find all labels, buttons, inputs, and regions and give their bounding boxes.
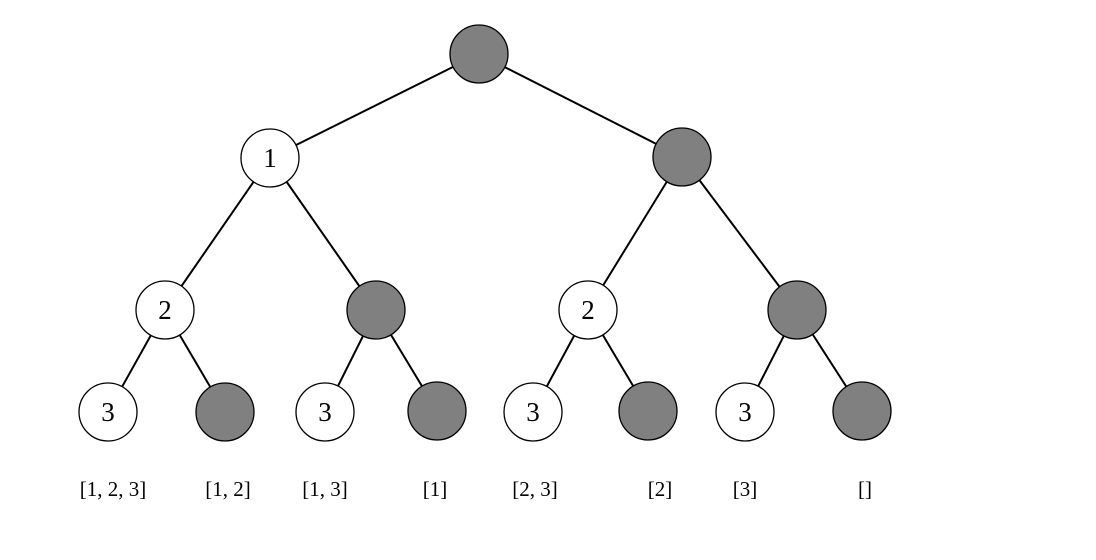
subset-label-0: [1, 2, 3] — [80, 477, 147, 501]
tree-node-l3 — [295, 382, 355, 442]
tree-edge-root-n1 — [269, 53, 480, 159]
tree-edge-n1-n12 — [269, 157, 377, 311]
tree-node-n11 — [135, 280, 195, 340]
subset-label-6: [3] — [733, 477, 758, 501]
tree-node-l5 — [503, 382, 563, 442]
subset-label-7: [] — [858, 477, 872, 501]
node-label-l5: 3 — [526, 397, 540, 427]
tree-node-filled-l6 — [618, 381, 678, 441]
tree-node-filled-n2 — [652, 127, 712, 187]
tree-edge-n2-n21 — [587, 156, 683, 311]
subset-label-5: [2] — [648, 477, 673, 501]
node-label-n21: 2 — [581, 295, 595, 325]
tree-node-filled-n22 — [767, 280, 827, 340]
tree-node-filled-l4 — [407, 381, 467, 441]
tree-node-filled-n12 — [346, 280, 406, 340]
subset-label-1: [1, 2] — [205, 477, 251, 501]
subset-label-3: [1] — [423, 477, 448, 501]
tree-edge-root-n2 — [478, 53, 683, 158]
tree-edge-n2-n22 — [681, 156, 798, 311]
node-label-n1: 1 — [263, 143, 277, 173]
node-label-l1: 3 — [101, 397, 115, 427]
tree-node-filled-root — [449, 24, 509, 84]
subset-label-4: [2, 3] — [512, 477, 558, 501]
tree-node-filled-l2 — [195, 382, 255, 442]
tree-node-filled-l8 — [832, 381, 892, 441]
tree-node-l1 — [78, 382, 138, 442]
node-label-l7: 3 — [738, 397, 752, 427]
subset-label-2: [1, 3] — [302, 477, 348, 501]
node-label-n11: 2 — [158, 295, 172, 325]
tree-node-n21 — [558, 280, 618, 340]
tree-node-l7 — [715, 382, 775, 442]
tree-edge-n1-n11 — [164, 157, 271, 311]
tree-node-n1 — [240, 128, 300, 188]
node-label-l3: 3 — [318, 397, 332, 427]
